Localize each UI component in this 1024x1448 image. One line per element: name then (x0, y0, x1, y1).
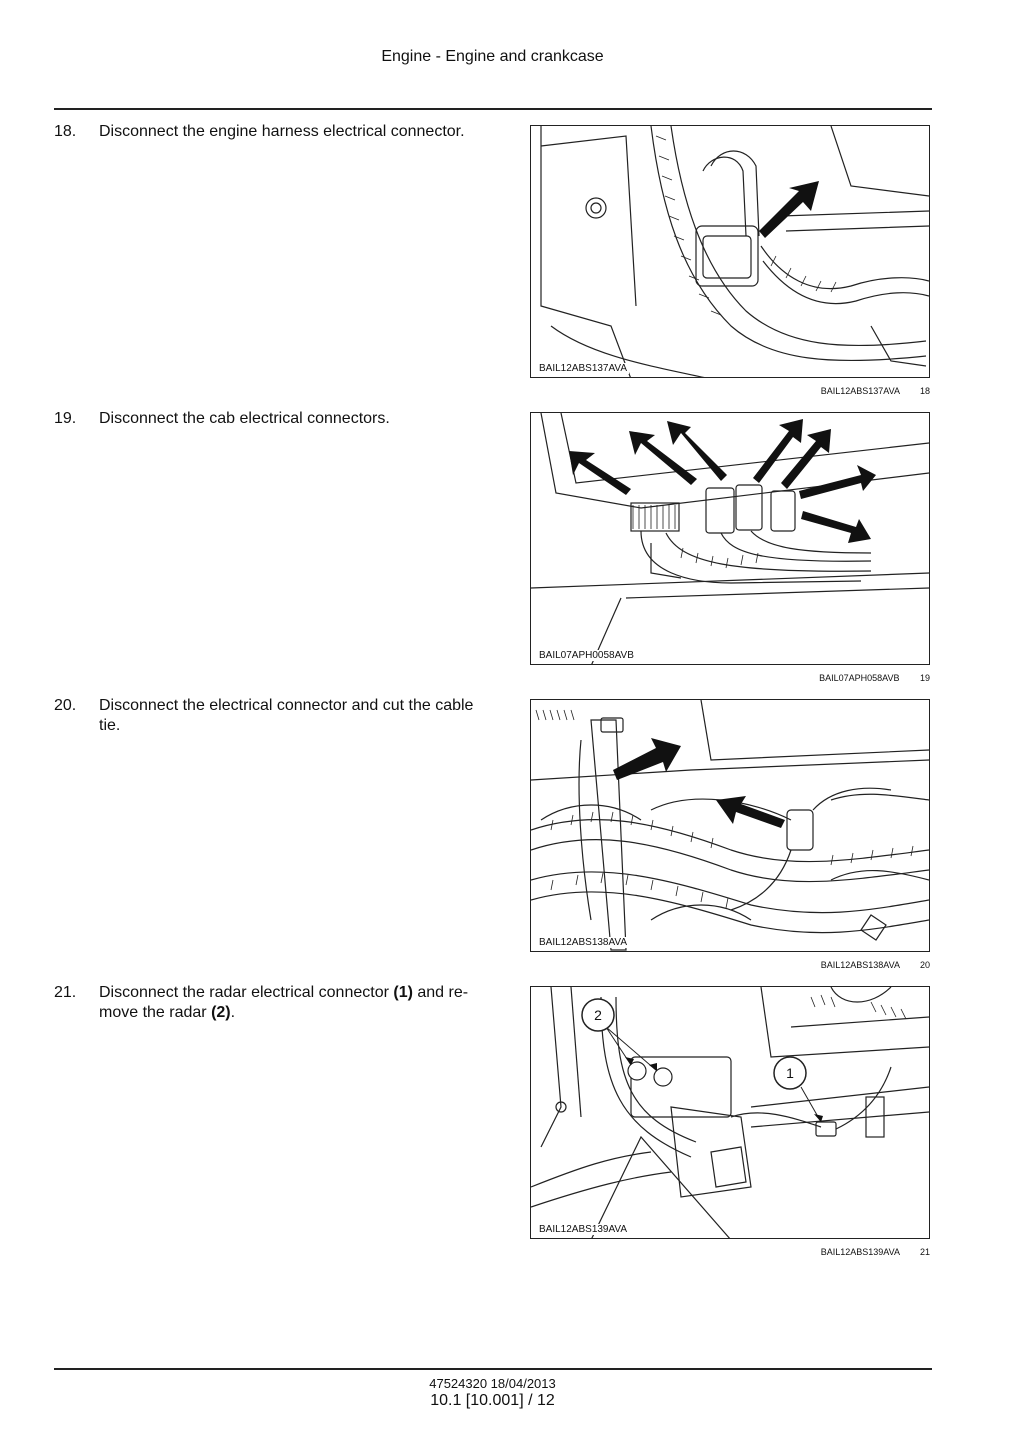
callout-ref-1: (1) (393, 984, 413, 1001)
figure-code: BAIL07APH0058AVB (537, 650, 636, 661)
step-number: 21. (54, 984, 77, 1001)
figure-caption: BAIL12ABS138AVA 20 (700, 960, 930, 970)
figure-engine-harness-connector: BAIL12ABS137AVA (530, 125, 930, 378)
caption-code: BAIL12ABS139AVA (820, 1247, 900, 1257)
caption-code: BAIL12ABS137AVA (820, 386, 900, 396)
caption-number: 18 (919, 386, 930, 396)
step-text: Disconnect the electrical connector and … (99, 697, 474, 734)
illustration-harness-cable-tie (531, 700, 929, 951)
step-number: 19. (54, 410, 77, 427)
figure-code: BAIL12ABS139AVA (537, 1224, 630, 1235)
figure-electrical-connector-cable-tie: BAIL12ABS138AVA (530, 699, 930, 952)
footer-doc-id: 47524320 18/04/2013 (429, 1376, 556, 1391)
illustration-radar: 2 1 (531, 987, 929, 1238)
figure-caption: BAIL12ABS137AVA 18 (700, 386, 930, 396)
footer-rule (54, 1368, 932, 1370)
page-title: Engine - Engine and crankcase (381, 48, 604, 65)
caption-number: 21 (919, 1247, 930, 1257)
illustration-cab-connectors (531, 413, 929, 664)
caption-number: 19 (919, 673, 930, 683)
callout-circle-1 (773, 1056, 807, 1090)
step-text: Disconnect the cab electrical connectors… (99, 410, 390, 427)
caption-number: 20 (919, 960, 930, 970)
footer-page-number: 10.1 [10.001] / 12 (430, 1392, 555, 1409)
callout-label-1: 1 (786, 1065, 794, 1081)
header-rule (54, 108, 932, 110)
figure-caption: BAIL12ABS139AVA 21 (700, 1247, 930, 1257)
step-number: 20. (54, 697, 77, 714)
caption-code: BAIL07APH058AVB (819, 673, 900, 683)
figure-caption: BAIL07APH058AVB 19 (700, 673, 930, 683)
step-text: Disconnect the radar electrical connecto… (99, 984, 469, 1021)
illustration-engine-harness (540, 126, 929, 377)
figure-code: BAIL12ABS137AVA (537, 363, 630, 374)
callout-label-2: 2 (594, 1007, 602, 1023)
step-number: 18. (54, 123, 77, 140)
figure-code: BAIL12ABS138AVA (537, 937, 630, 948)
callout-circle-2 (581, 998, 615, 1032)
callout-ref-2: (2) (211, 1004, 231, 1021)
caption-code: BAIL12ABS138AVA (820, 960, 900, 970)
figure-cab-connectors: BAIL07APH0058AVB (530, 412, 930, 665)
figure-radar-connector: 2 1 BAIL12ABS139AVA (530, 986, 930, 1239)
step-text: Disconnect the engine harness electrical… (99, 123, 465, 140)
